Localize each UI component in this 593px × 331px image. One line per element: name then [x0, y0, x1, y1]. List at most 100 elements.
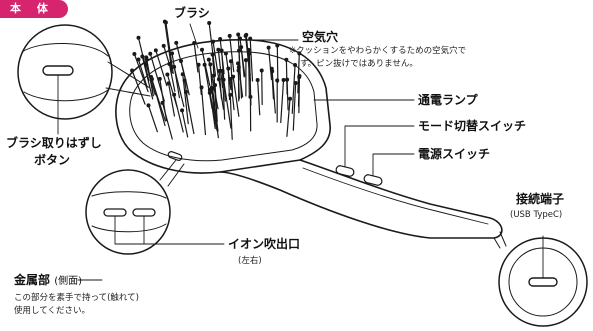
bristle: [286, 98, 291, 137]
bristle: [271, 70, 276, 114]
bristle-tip: [180, 108, 185, 113]
bristle-tip: [227, 33, 232, 38]
bristle: [208, 22, 217, 76]
bristle: [280, 79, 285, 124]
bristle-tip: [293, 80, 298, 85]
bristle-tip: [206, 57, 211, 62]
label-connector-sub: (USB TypeC): [510, 210, 563, 220]
inset-ion-pointer: [159, 159, 185, 187]
ion-outlet-left: [103, 208, 127, 217]
inset-button-shape: [42, 65, 74, 76]
bristle: [201, 49, 211, 87]
bristle-tip: [165, 72, 170, 77]
bristle: [182, 73, 189, 125]
bristle-tip: [172, 64, 177, 69]
bristle-tip: [255, 77, 260, 82]
inset-ion-body: [91, 191, 167, 233]
inset-ion-circle: [85, 169, 171, 255]
leader-power: [372, 153, 415, 177]
bristle-tip: [136, 57, 141, 62]
bristle: [218, 70, 223, 100]
bristle: [229, 94, 233, 140]
bristle-tip: [153, 48, 158, 53]
inset-button-circle: [17, 24, 113, 120]
bristle: [200, 86, 207, 136]
label-metal-part: 金属部 (側面): [14, 273, 82, 289]
bristle-tip: [236, 32, 241, 37]
bristle-tip: [170, 51, 175, 56]
bristle: [173, 66, 185, 108]
bristle: [298, 75, 301, 114]
air-hole-note-1: ※クッションをやわらかくするための空気穴で: [289, 46, 467, 56]
handle: [219, 159, 503, 239]
bristle: [137, 58, 148, 88]
bristle-tip: [199, 85, 204, 90]
bristle: [292, 82, 297, 131]
metal-note-1: この部分を素手で持って(触れて): [14, 293, 139, 303]
bristle-tip: [239, 45, 244, 50]
label-ion-outlet: イオン吹出口: [228, 237, 301, 251]
bristle: [217, 49, 224, 89]
bristle-tip: [166, 81, 171, 86]
bristle-tip: [228, 76, 233, 81]
bristle: [150, 76, 166, 122]
label-lamp: 通電ランプ: [418, 93, 478, 107]
power-switch-shape: [363, 174, 383, 186]
inset-connector-pointer: [493, 231, 507, 249]
bristle-tip: [231, 74, 236, 79]
label-metal-part-side: (側面): [54, 276, 83, 287]
bristle-tip: [179, 58, 184, 63]
label-remove-button-1: ブラシ取りはずし: [6, 136, 102, 150]
inset-pointer: [105, 61, 151, 97]
bristle: [230, 78, 235, 111]
bristle-tip: [266, 45, 271, 50]
leader-ion: [114, 215, 225, 245]
bristle: [221, 70, 226, 120]
bristle: [244, 35, 252, 82]
bristle-tip: [275, 78, 280, 83]
bristle: [197, 64, 202, 96]
bristle: [131, 69, 146, 105]
usb-c-port: [528, 277, 558, 287]
bristle: [297, 52, 300, 94]
bristle-tip: [182, 78, 187, 83]
bristle: [181, 109, 189, 138]
bristle-tip: [161, 43, 166, 48]
air-hole-note-2: す。ピン抜けではありません。: [300, 59, 418, 69]
bristle: [221, 49, 226, 102]
label-brush: ブラシ: [174, 6, 210, 20]
bristle: [285, 59, 288, 95]
bristle-tip: [219, 48, 224, 53]
remove-button-shape: [167, 151, 183, 161]
bristle: [193, 42, 199, 73]
bristle-tip: [207, 21, 212, 26]
brush-head: [115, 39, 331, 174]
bristle: [276, 44, 279, 84]
bristle: [168, 82, 176, 117]
bristle: [257, 79, 261, 116]
leader-mode: [344, 125, 415, 168]
bristle: [165, 21, 174, 75]
bristle-tip: [281, 78, 286, 83]
section-badge: 本 体: [0, 0, 68, 18]
leader-brush: [189, 23, 199, 49]
label-remove-button-2: ボタン: [34, 153, 71, 167]
label-mode-switch: モード切替スイッチ: [418, 119, 527, 133]
bristle-tip: [270, 69, 275, 74]
bristle-tip: [148, 51, 153, 56]
bristle-tip: [243, 33, 248, 38]
bristle: [249, 38, 254, 82]
bristle: [268, 47, 273, 81]
label-air-hole: 空気穴: [302, 30, 339, 44]
label-ion-outlet-sub: (左右): [238, 256, 262, 266]
bristles: [130, 19, 302, 140]
bristle-tip: [207, 90, 212, 95]
bristle-tip: [157, 76, 162, 81]
bristle-tip: [162, 19, 167, 24]
bristle-tip: [288, 96, 293, 101]
inset-button-body: [21, 43, 109, 102]
label-connector: 接続端子: [516, 192, 565, 206]
bristle: [232, 76, 240, 117]
bristle: [166, 73, 178, 108]
